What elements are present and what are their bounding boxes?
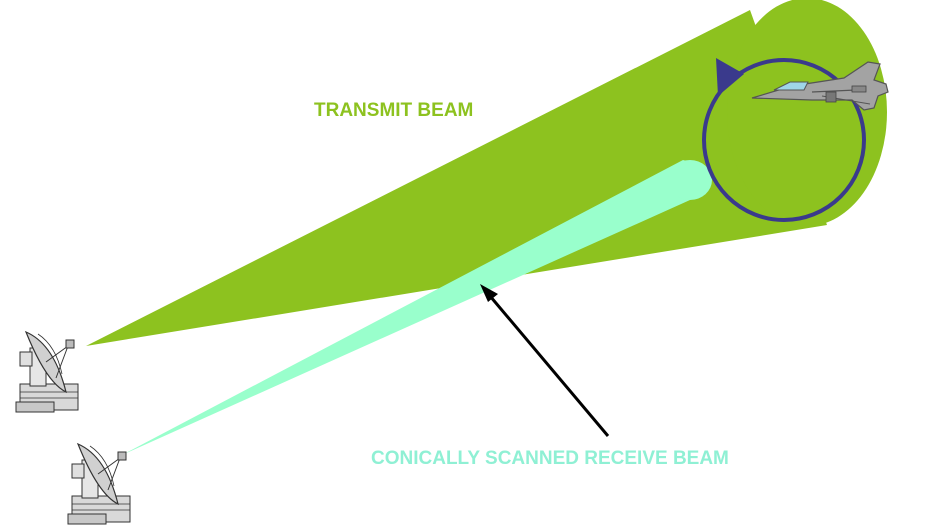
- transmit-antenna: [16, 332, 78, 412]
- receive-antenna: [68, 444, 130, 524]
- transmit-beam-label: TRANSMIT BEAM: [314, 100, 473, 122]
- receive-beam-end: [668, 160, 712, 200]
- receive-beam-label: CONICALLY SCANNED RECEIVE BEAM: [371, 448, 729, 470]
- radar-dish-icon: [68, 444, 130, 524]
- radar-dish-icon: [16, 332, 78, 412]
- transmit-beam-end: [727, 0, 887, 226]
- pointer-arrow: [480, 284, 608, 436]
